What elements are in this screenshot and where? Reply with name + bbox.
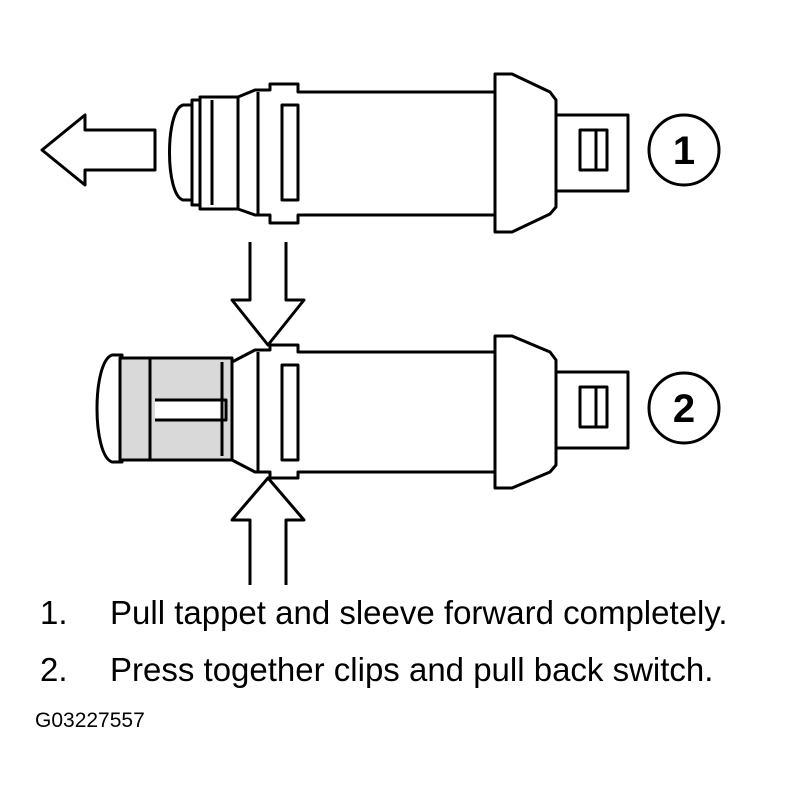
clip-slot-bottom xyxy=(280,363,300,462)
step-2: 2. Press together clips and pull back swi… xyxy=(40,650,713,690)
pull-arrow-icon xyxy=(40,113,157,187)
clip-slot xyxy=(280,103,300,202)
switch-top xyxy=(40,72,721,234)
tappet-head-bottom xyxy=(95,353,124,464)
switch-removal-diagram: 1 2 xyxy=(40,72,721,585)
callout-1-badge xyxy=(647,113,721,187)
callout-1-label: 1 xyxy=(673,129,695,173)
sleeve-collar xyxy=(198,95,240,211)
switch-body xyxy=(236,72,558,234)
tappet-head xyxy=(168,103,194,202)
step-2-text: Press together clips and pull back switc… xyxy=(110,651,714,688)
press-arrow-down-icon xyxy=(230,242,306,347)
step-1-number: 1. xyxy=(40,594,68,631)
press-arrow-up-icon xyxy=(230,476,306,585)
callout-2-badge xyxy=(647,371,721,445)
figure-id: G03227557 xyxy=(35,709,145,732)
callout-2-label: 2 xyxy=(673,387,695,431)
switch-body-bottom xyxy=(230,334,558,490)
step-1-text: Pull tappet and sleeve forward completel… xyxy=(110,594,728,631)
switch-bottom xyxy=(95,334,721,490)
step-1: 1. Pull tappet and sleeve forward complet… xyxy=(40,593,728,633)
step-2-number: 2. xyxy=(40,651,68,688)
